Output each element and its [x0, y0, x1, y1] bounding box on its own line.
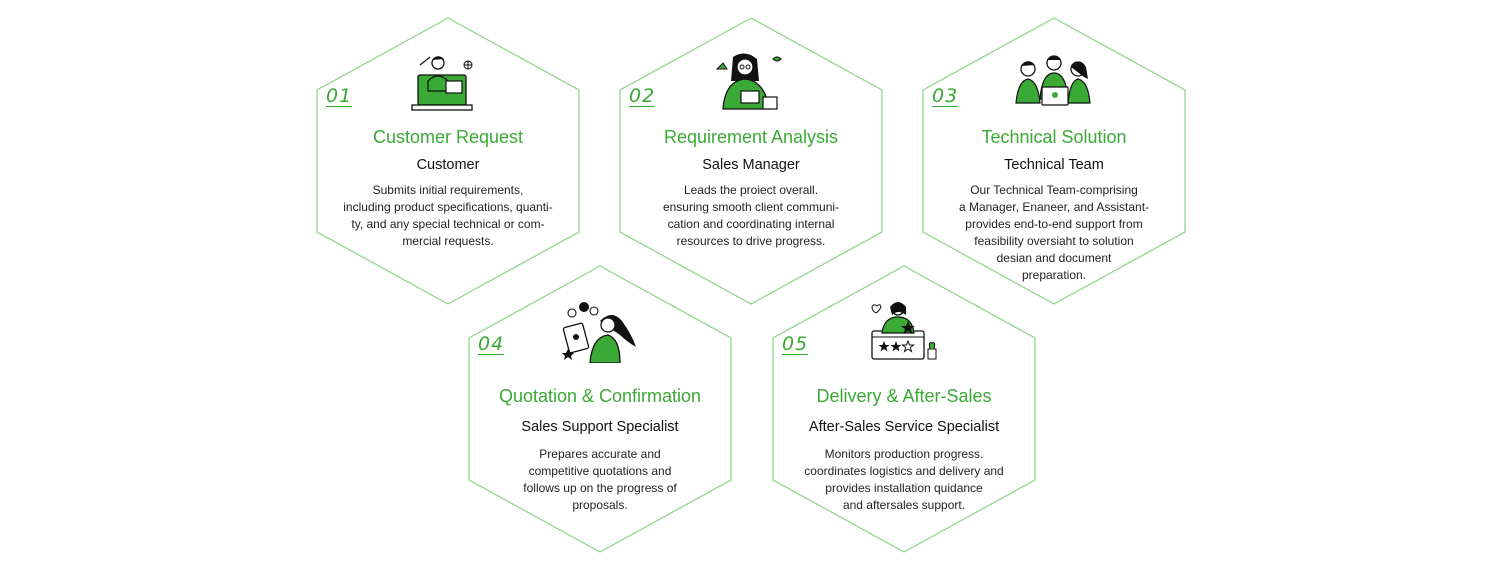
description-line: ensuring smooth client communi-: [662, 200, 840, 214]
step-card-2: 02 Requirement Analysis Sales Manager Le…: [619, 17, 883, 305]
description-line: ty, and any special technical or com-: [351, 217, 545, 231]
description-line: Leads the proiect overall.: [683, 183, 819, 197]
description-line: resources to drive progress.: [676, 234, 826, 248]
step-card-5: 05 Delivery & After-Sales After-Sales Se…: [772, 265, 1036, 553]
step-number: 02: [629, 85, 656, 107]
person-at-laptop-icon: [411, 56, 473, 111]
description-line: follows up on the progress of: [523, 481, 677, 495]
step-card-1: 01 Customer Request Customer Submits ini…: [316, 17, 580, 305]
hexagon-outline: [772, 265, 1036, 553]
description-line: coordinates logistics and delivery and: [804, 464, 1004, 478]
description-line: competitive quotations and: [528, 464, 672, 478]
step-description: Prepares accurate and competitive quotat…: [488, 446, 712, 514]
step-description: Leads the proiect overall. ensuring smoo…: [639, 182, 863, 250]
step-card-3: 03 Technical Solution Technical Team Our…: [922, 17, 1186, 305]
manager-with-documents-icon: [715, 53, 782, 110]
step-title: Delivery & After-Sales: [816, 386, 992, 406]
step-number: 04: [478, 333, 505, 355]
rating-stars-icon: [871, 302, 937, 360]
step-role: After-Sales Service Specialist: [808, 419, 1000, 435]
description-line: mercial requests.: [402, 234, 494, 248]
description-line: proposals.: [572, 498, 628, 512]
description-line: Our Technical Team-comprising: [970, 183, 1138, 197]
description-line: Submits initial requirements,: [372, 183, 524, 197]
description-line: including product specifications, quanti…: [343, 200, 553, 214]
step-title: Quotation & Confirmation: [498, 386, 702, 406]
description-line: preparation.: [1021, 268, 1087, 282]
hexagon-outline: [468, 265, 732, 553]
step-role: Technical Team: [1004, 157, 1104, 173]
description-line: and aftersales support.: [842, 498, 966, 512]
specialist-with-tablet-icon: [562, 302, 636, 363]
step-description: Submits initial requirements, including …: [336, 182, 560, 250]
step-role: Sales Support Specialist: [521, 419, 679, 435]
step-role: Sales Manager: [702, 157, 800, 173]
description-line: Prepares accurate and: [539, 447, 661, 461]
step-title: Technical Solution: [981, 127, 1127, 147]
description-line: provides installation quidance: [825, 481, 983, 495]
step-description: Our Technical Team-comprising a Manager,…: [942, 182, 1166, 284]
team-of-three-icon: [1015, 55, 1091, 106]
step-title: Customer Request: [372, 127, 524, 147]
hexagon-outline: [316, 17, 580, 305]
hexagon-outline: [922, 17, 1186, 305]
description-line: feasibility oversiaht to solution: [974, 234, 1134, 248]
description-line: Monitors production progress.: [824, 447, 984, 461]
step-description: Monitors production progress. coordinate…: [792, 446, 1016, 514]
description-line: desian and document: [996, 251, 1112, 265]
step-title: Requirement Analysis: [663, 127, 839, 147]
description-line: a Manager, Enaneer, and Assistant-: [958, 200, 1150, 214]
step-number: 03: [932, 85, 959, 107]
hexagon-outline: [619, 17, 883, 305]
description-line: cation and coordinating internal: [667, 217, 835, 231]
step-number: 01: [326, 85, 353, 107]
step-number: 05: [782, 333, 809, 355]
step-role: Customer: [416, 157, 480, 173]
step-card-4: 04 Quotation & Confirmation Sales Suppor…: [468, 265, 732, 553]
description-line: provides end-to-end support from: [965, 217, 1143, 231]
